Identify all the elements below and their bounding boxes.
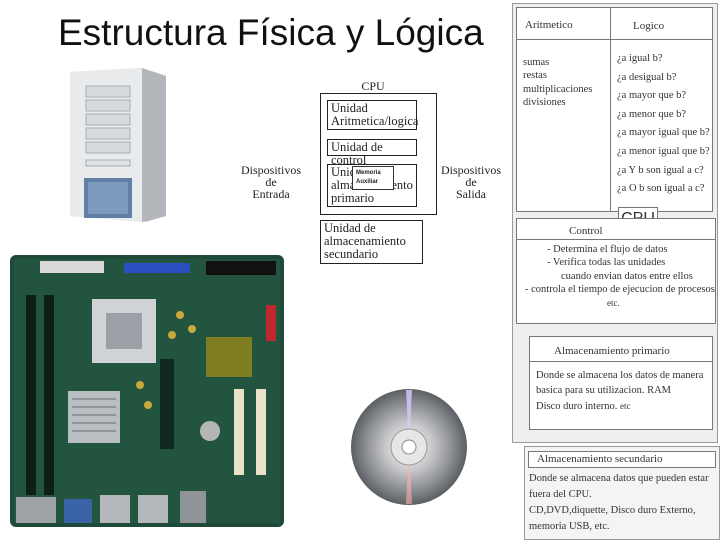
arith-header: Aritmetico [525, 19, 573, 31]
logic-list: ¿a igual b?¿a desigual b? ¿a mayor que b… [617, 50, 710, 199]
cd-disc-image [350, 388, 468, 506]
primary-storage-panel: Almacenamiento primario Donde se almacen… [529, 336, 713, 430]
secondary-header: Almacenamiento secundario [537, 453, 663, 465]
secondary-storage-panel: Almacenamiento secundario Donde se almac… [524, 446, 720, 540]
logic-header: Logico [633, 20, 664, 32]
secondary-text: Donde se almacena datos que pueden estar… [529, 471, 709, 535]
primary-header: Almacenamiento primario [554, 345, 670, 357]
motherboard-image [10, 255, 284, 527]
auxiliary-memory-overlay: Memoria Auxiliar [352, 166, 394, 190]
secondary-header-box: Almacenamiento secundario [528, 451, 716, 468]
primary-etc: etc [620, 401, 631, 411]
primary-underline [530, 361, 712, 362]
slide-title: Estructura Física y Lógica [58, 12, 484, 54]
control-list: - Determina el flujo de datos - Verifica… [525, 243, 715, 310]
pc-tower-image [62, 66, 172, 224]
control-underline [517, 239, 715, 240]
table-divider-horizontal [517, 39, 712, 40]
control-panel: Control - Determina el flujo de datos - … [516, 218, 716, 324]
control-header: Control [569, 225, 603, 237]
cpu-label: CPU [358, 80, 388, 92]
primary-line-3: Disco duro interno. [536, 401, 617, 412]
control-unit-box: Unidad de control [327, 139, 417, 156]
primary-text: Donde se almacena los datos de manera ba… [536, 369, 703, 414]
